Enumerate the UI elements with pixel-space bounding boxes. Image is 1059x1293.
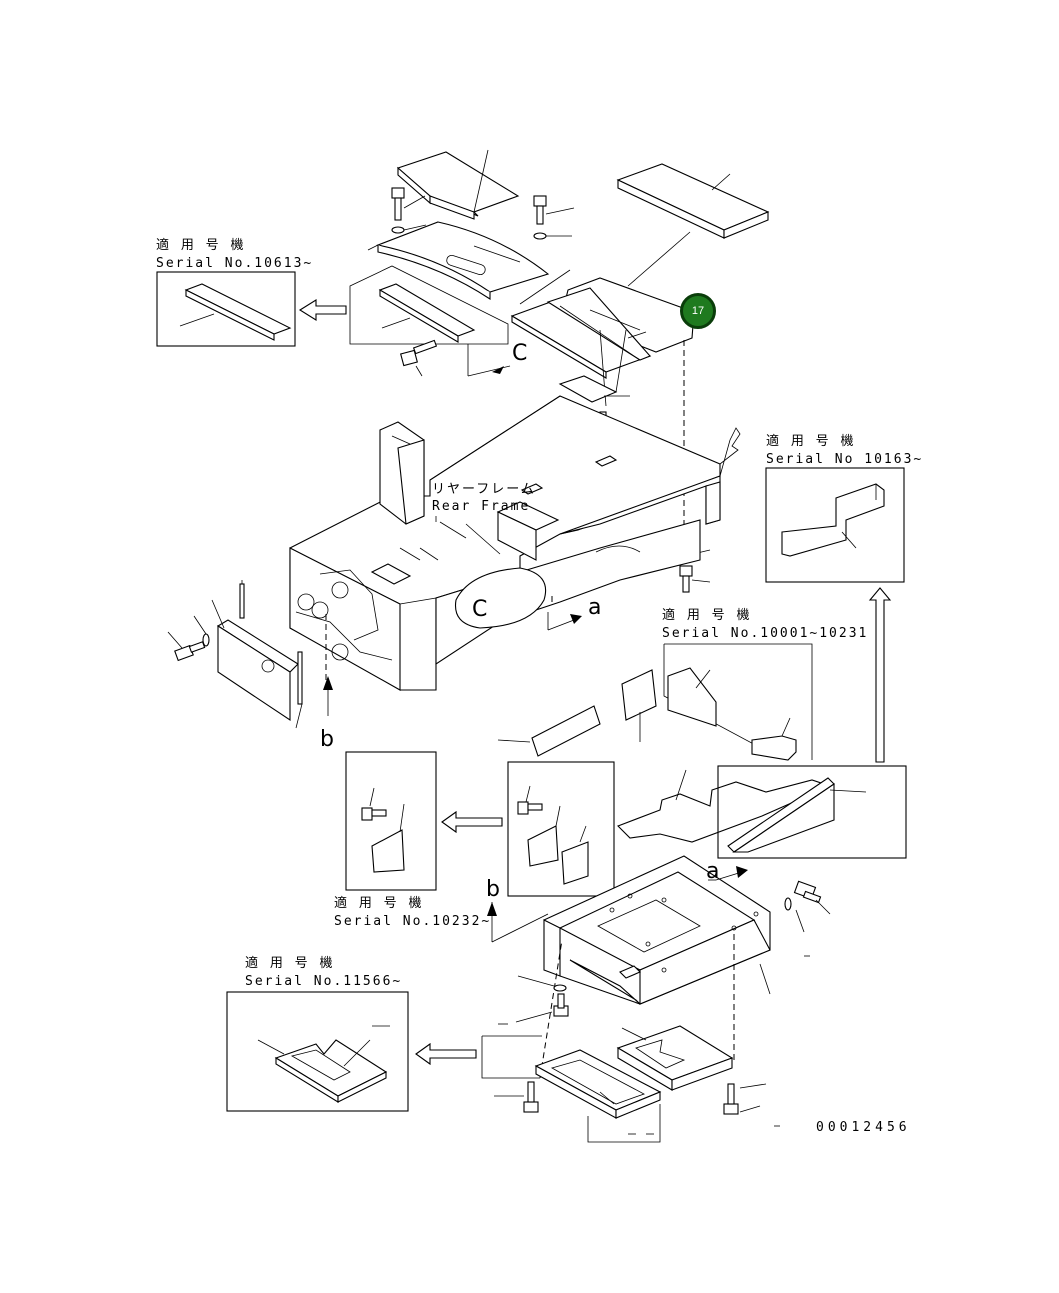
note-serial-10163: Serial No 10163~	[766, 452, 924, 467]
arrow-to-n4	[441, 810, 503, 834]
note-serial-10613: Serial No.10613~	[156, 256, 314, 271]
box-serial-11566	[226, 991, 409, 1112]
arrow-up-to-n2	[868, 587, 892, 763]
detail-c-assembly	[349, 265, 511, 377]
arrow-b-lower	[487, 902, 549, 943]
bolts-pan	[494, 880, 831, 1115]
small-square-pad	[558, 375, 630, 403]
arrow-to-n5	[415, 1042, 477, 1066]
part-number: 00012456	[816, 1120, 911, 1135]
dashed-pan-left	[539, 939, 563, 1079]
view-a-frame-label: a	[588, 595, 602, 620]
view-c-frame-label: C	[472, 597, 488, 622]
note-jp-10001: 適 用 号 機	[662, 608, 752, 623]
bracket-n2	[781, 483, 885, 557]
left-side-cover-plate	[167, 580, 303, 729]
note-serial-10001: Serial No.10001~10231	[662, 626, 869, 641]
bolts-top	[391, 187, 575, 240]
lower-covers	[481, 1025, 734, 1143]
box-serial-10613	[156, 271, 296, 347]
note-serial-10232: Serial No.10232~	[334, 914, 492, 929]
cover-n5	[257, 1025, 390, 1103]
misc-leaders	[435, 331, 810, 1135]
cover-n4	[361, 787, 405, 873]
arrow-a-frame	[547, 612, 582, 631]
callout-hotspot-17[interactable]: 17	[680, 293, 716, 329]
box-right-part	[717, 765, 907, 859]
bracket-n1	[179, 283, 292, 341]
upper-floor-plate	[510, 269, 695, 407]
detail-n3	[497, 643, 832, 843]
view-b-frame-label: b	[320, 727, 334, 752]
rear-frame-en-label: Rear Frame	[432, 499, 531, 514]
note-jp-10613: 適 用 号 機	[156, 238, 246, 253]
box-serial-10163	[765, 467, 905, 583]
note-jp-10232: 適 用 号 機	[334, 896, 424, 911]
top-right-pad	[616, 163, 770, 287]
view-c-top-label: C	[512, 341, 528, 366]
lower-pan-assembly	[543, 855, 771, 1005]
middle-detail-parts	[517, 785, 589, 885]
arrow-b-frame	[323, 676, 333, 716]
note-serial-11566: Serial No.11566~	[245, 974, 403, 989]
top-left-pad	[396, 149, 520, 220]
view-b-lower-label: b	[486, 877, 500, 902]
note-jp-11566: 適 用 号 機	[245, 956, 335, 971]
box-serial-10232	[345, 751, 437, 891]
sloped-support-part	[727, 777, 867, 853]
rear-frame-jp-label: リヤーフレーム	[432, 482, 536, 497]
view-a-lower-label: a	[706, 859, 720, 884]
note-jp-10163: 適 用 号 機	[766, 434, 856, 449]
box-middle-detail	[507, 761, 615, 897]
arrow-to-n1	[298, 299, 347, 321]
upper-curved-cover	[367, 221, 550, 301]
rear-frame	[289, 395, 741, 691]
